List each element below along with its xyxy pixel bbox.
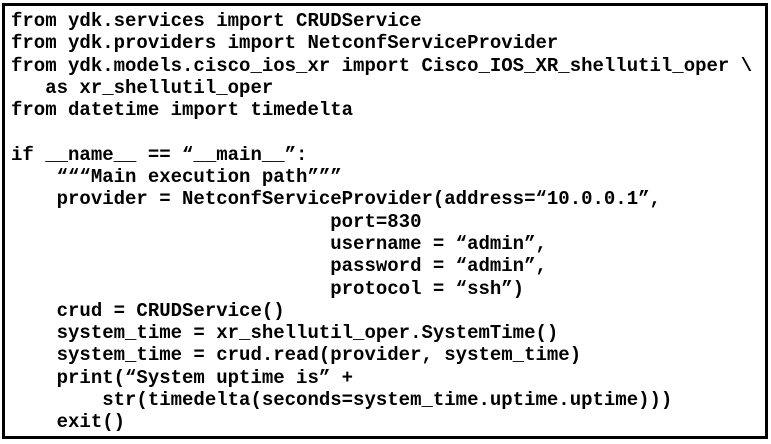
code-line: if __name__ == “__main__”:	[11, 143, 308, 166]
code-line: protocol = “ssh”)	[11, 277, 525, 300]
code-line: password = “admin”,	[11, 255, 547, 278]
code-line: system_time = crud.read(provider, system…	[11, 344, 582, 367]
code-line: str(timedelta(seconds=system_time.uptime…	[11, 389, 673, 412]
code-line: from ydk.services import CRUDService	[11, 10, 422, 32]
code-line: from ydk.models.cisco_ios_xr import Cisc…	[11, 54, 753, 77]
code-line: “““Main execution path”””	[11, 166, 342, 189]
code-line: from ydk.providers import NetconfService…	[11, 32, 559, 55]
code-line: exit()	[11, 411, 126, 434]
code-line: from datetime import timedelta	[11, 99, 354, 122]
code-snippet-box: from ydk.services import CRUDService fro…	[2, 3, 768, 439]
code-line-blank	[11, 121, 765, 143]
code-line: provider = NetconfServiceProvider(addres…	[11, 188, 661, 211]
code-line: system_time = xr_shellutil_oper.SystemTi…	[11, 322, 559, 345]
code-line: port=830	[11, 210, 422, 233]
code-line: as xr_shellutil_oper	[11, 76, 274, 99]
code-line: print(“System uptime is” +	[11, 366, 354, 389]
code-line: username = “admin”,	[11, 232, 547, 255]
code-line: crud = CRUDService()	[11, 299, 285, 322]
